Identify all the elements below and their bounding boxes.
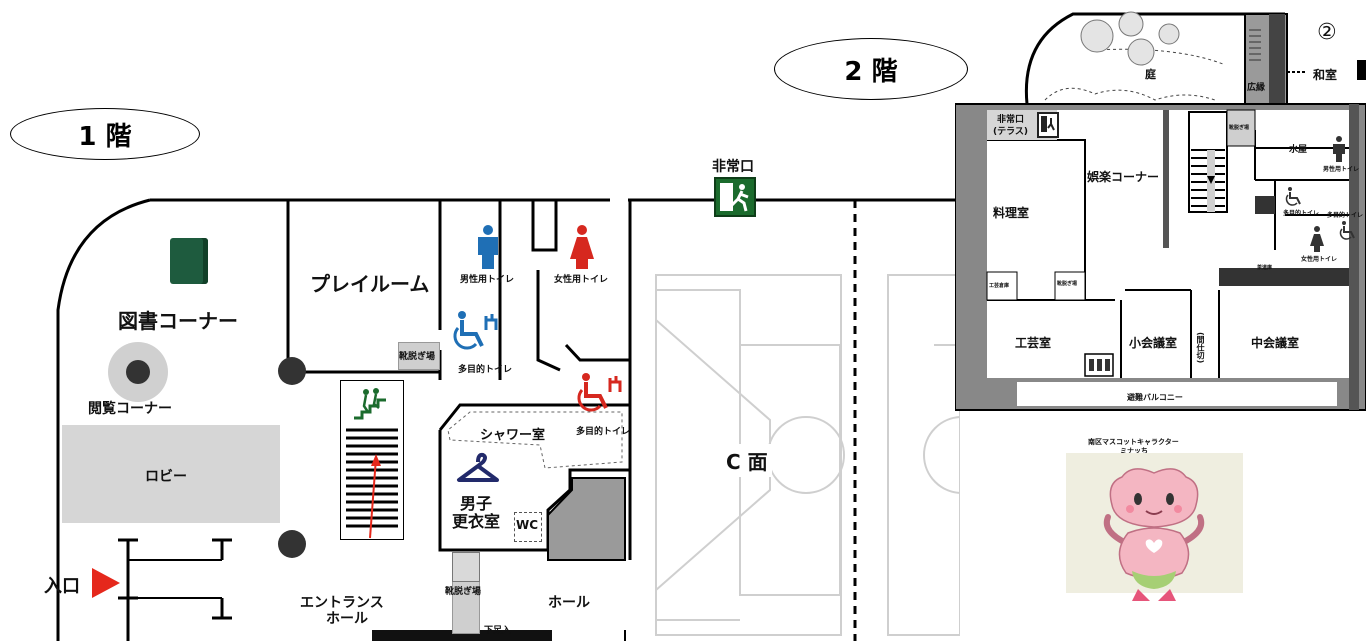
women-icon (570, 225, 594, 269)
toilet-multi-label-1: 多目的トイレ (458, 365, 513, 375)
men-icon (1333, 136, 1345, 162)
corridor-label: 広縁 (1247, 80, 1266, 93)
mascot-image (1066, 453, 1243, 601)
exit-terrace-label-1: 非常口 (997, 115, 1025, 125)
men-icon (478, 225, 498, 269)
pillar (278, 357, 306, 385)
entrance-hall-label-2: ホール (326, 611, 368, 627)
recreation-label: 娯楽コーナー (1087, 170, 1160, 184)
men-toilet-label: 男性用トイレ (1323, 166, 1360, 173)
entrance-label: 入口 (44, 576, 80, 597)
locker-label-1: 男子 (460, 494, 493, 513)
shoes-label-b: 靴脱ぎ場 (1057, 281, 1078, 287)
reading-label: 閲覧コーナー (88, 401, 172, 417)
floor1-walls (56, 198, 960, 641)
emergency-exit-label: 非常口 (712, 159, 754, 175)
lobby-area (62, 425, 280, 523)
shoes-label-a: 靴脱ぎ場 (1229, 125, 1250, 131)
wheelchair-icon (453, 311, 498, 350)
small-meeting-label: 小会議室 (1129, 336, 1178, 350)
shoes-area-2 (452, 580, 480, 634)
wheelchair-icon (1339, 221, 1355, 240)
wheelchair-icon (1285, 187, 1301, 206)
craft-store-label: 工芸倉庫 (989, 283, 1010, 289)
multi-toilet-label-a: 多目的トイレ (1283, 210, 1320, 217)
playroom-label: プレイルーム (310, 272, 430, 296)
floor1-map: 1 階 (10, 108, 960, 641)
arrow-icon (92, 568, 120, 598)
elevator-icon (1087, 356, 1111, 374)
floor2-map: ② 庭 広縁 和室 非常口 (テラス) 料理室 娯楽コーナー 水屋 男性用トイレ… (955, 0, 1366, 420)
exit-sign-icon (1037, 112, 1059, 138)
tea-label: 茶道庫 (1257, 265, 1273, 271)
garden-label: 庭 (1145, 68, 1156, 81)
court-label: C 面 (722, 444, 772, 477)
shower-label: シャワー室 (480, 428, 546, 443)
downstairs-label: 下足入 (484, 626, 512, 636)
toilet-women-label: 女性用トイレ (554, 275, 609, 285)
water-label: 水屋 (1289, 145, 1308, 155)
cooking-label: 料理室 (993, 206, 1030, 220)
shoes-area-1 (398, 342, 440, 370)
pillar-box (452, 552, 480, 582)
wheelchair-icon (577, 373, 622, 412)
exit-terrace-label-2: (テラス) (993, 127, 1029, 137)
wc-box (514, 512, 542, 542)
floor2-walls (955, 11, 1366, 411)
lobby-label: ロビー (145, 469, 187, 485)
toilet-multi-label-2: 多目的トイレ (576, 427, 631, 437)
japanese-room-label: 和室 (1313, 68, 1338, 82)
women-icon (1310, 226, 1324, 252)
floor2-title: 2 階 (774, 38, 968, 100)
shoes-label-2: 靴脱ぎ場 (445, 587, 482, 597)
library-label: 図書コーナー (118, 309, 238, 333)
hanger-icon (457, 452, 499, 482)
mascot-caption-1: 南区マスコットキャラクター (1088, 438, 1179, 446)
entrance-hall-label-1: エントランス (300, 595, 384, 611)
multi-toilet-label-b: 多目的トイレ (1327, 212, 1364, 219)
shoes-label-1: 靴脱ぎ場 (399, 352, 436, 362)
medium-meeting-label: 中会議室 (1251, 336, 1300, 350)
balcony-label: 避難バルコニー (1127, 393, 1183, 402)
women-toilet-label: 女性用トイレ (1301, 256, 1338, 263)
locker-label-2: 更衣室 (452, 512, 501, 531)
craft-label: 工芸室 (1015, 336, 1052, 350)
reading-table-icon (108, 342, 168, 402)
pillar (278, 530, 306, 558)
stairs-person-icon (352, 386, 392, 422)
floor1-title: 1 階 (10, 108, 200, 160)
partition-label: (間仕切) (1196, 332, 1205, 364)
wc-label: WC (516, 518, 539, 532)
floor2-marker: ② (1317, 20, 1337, 45)
mascot-caption-2: ミナッち (1120, 447, 1148, 455)
toilet-men-label: 男性用トイレ (460, 275, 515, 285)
hall-label: ホール (548, 595, 590, 611)
exit-sign-icon (714, 177, 756, 217)
book-icon (170, 238, 208, 284)
